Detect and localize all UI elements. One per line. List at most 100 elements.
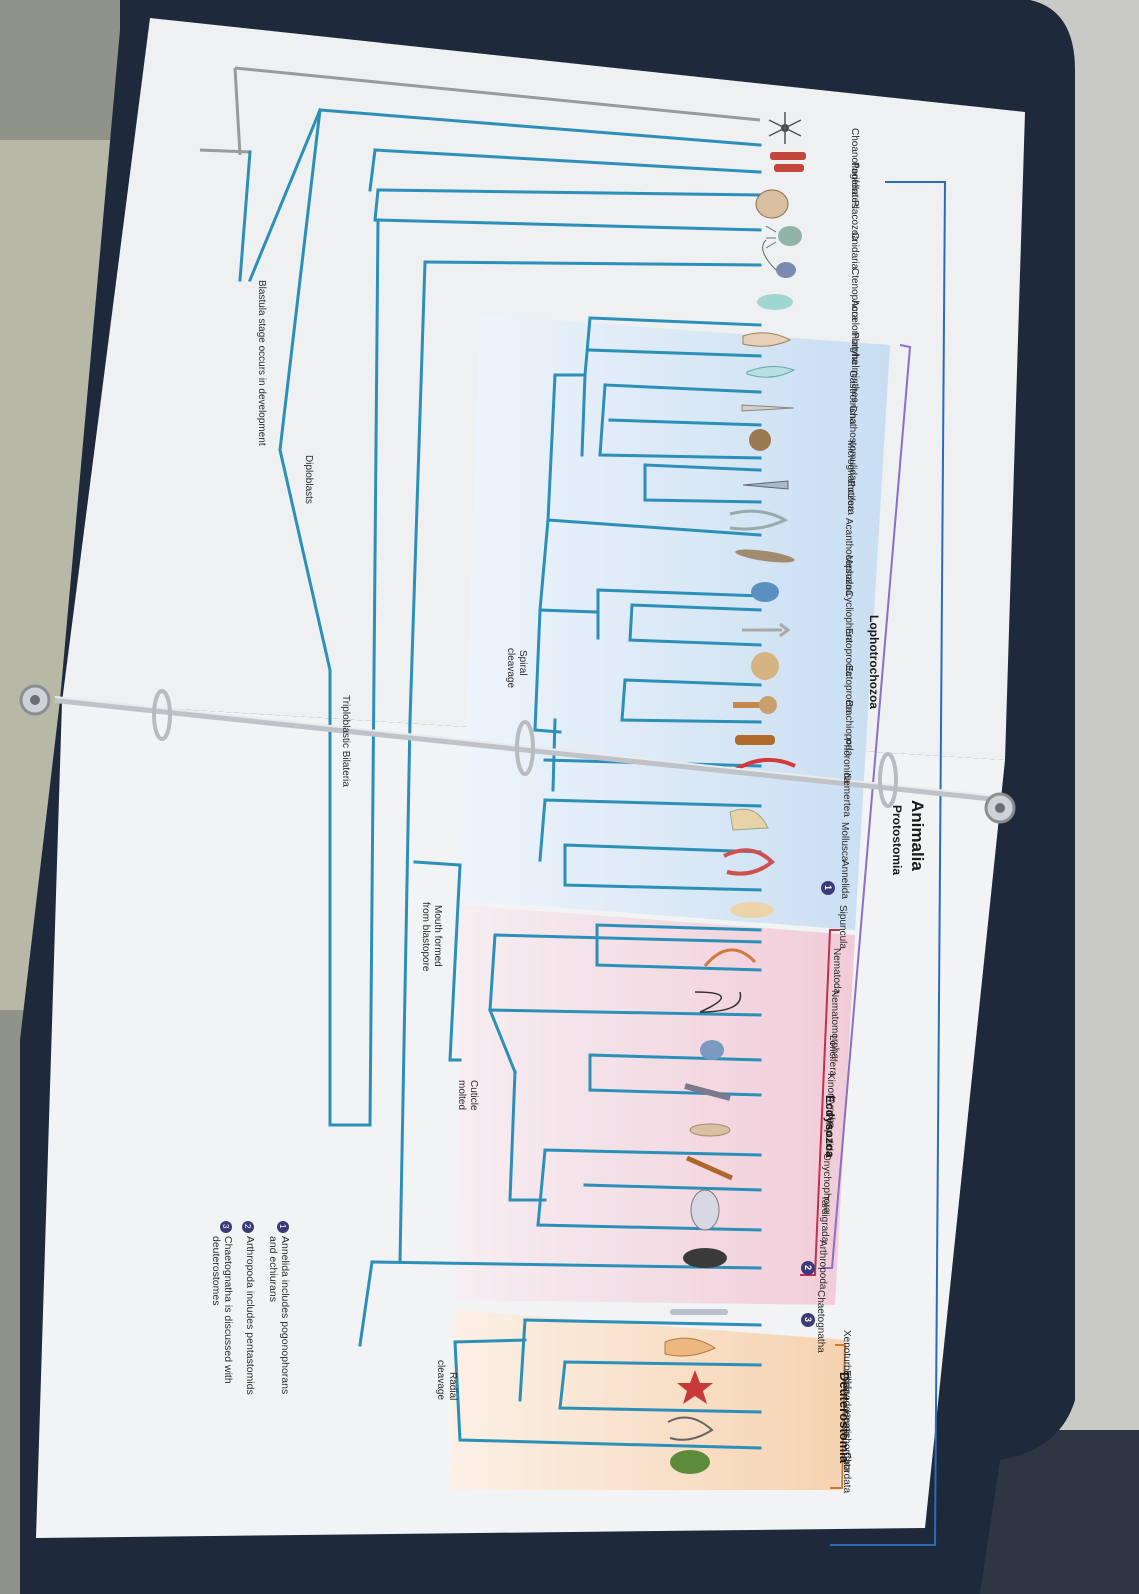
placozoa-icon	[755, 189, 789, 219]
kinorhynch-icon	[684, 1083, 731, 1101]
taxon-label: Sipuncula	[837, 905, 848, 949]
gastrotrich-icon	[746, 366, 796, 378]
footnotes: 1 Annelida includes pogonophorans and ec…	[210, 1221, 291, 1395]
taxon-label: Placozoa	[849, 200, 860, 242]
taxon-label: Annelida	[839, 860, 850, 899]
flatworm-icon	[742, 332, 792, 347]
taxon-label: Choanoflagellates	[849, 128, 860, 208]
footnote-3-line-2: deuterostomes	[210, 1236, 222, 1305]
lophotrochozoa-band	[460, 315, 890, 930]
xenoturbellid-icon	[664, 1337, 717, 1357]
nematomorph-icon	[694, 991, 742, 1013]
onychophoran-icon	[685, 1155, 734, 1181]
chaetognath-icon	[670, 1309, 728, 1315]
char-spiral-2: cleavage	[505, 648, 516, 688]
footnote-3-line-1: Chaetognatha is discussed with	[222, 1236, 234, 1384]
clade-protostomia: Protostomia	[890, 805, 904, 875]
clade-deuterostomia: Deuterostomia	[837, 1372, 852, 1464]
clade-lophotrochozoa: Lophotrochozoa	[867, 615, 881, 709]
taxon-label: Porifera	[849, 162, 860, 197]
char-diploblasts: Diploblasts	[303, 455, 314, 504]
ctenophora-icon	[762, 239, 796, 278]
taxon-label: Cycliophora	[843, 590, 854, 643]
char-radial-1: Radial	[447, 1372, 458, 1400]
hemichordate-icon	[667, 1416, 714, 1441]
footnote-markers: 1 2 3	[801, 881, 835, 1327]
choanoflagellate-icon	[768, 112, 802, 144]
taxon-label: Xenoturbellida	[841, 1330, 852, 1394]
svg-text:1: 1	[278, 1224, 287, 1229]
taxon-label: Gastrotricha	[847, 370, 858, 425]
sponge-icon	[770, 152, 806, 172]
char-cuticle-2: molted	[456, 1080, 467, 1110]
tardigrade-icon	[690, 1189, 720, 1231]
taxon-label: Ectoprocta	[843, 665, 854, 713]
cycliophora-icon	[751, 582, 779, 602]
clade-ecdysozoa: Ecdysozoa	[823, 1095, 837, 1158]
char-blastula: Blastula stage occurs in development	[256, 280, 267, 446]
clade-animalia: Animalia	[908, 800, 927, 871]
taxon-label: Phoronida	[841, 738, 852, 784]
taxon-label: Acanthocephala	[843, 518, 854, 590]
footnote-1-line-1: Annelida includes pogonophorans	[279, 1236, 291, 1394]
loricifera-icon	[700, 1040, 724, 1060]
taxon-label: Nematoda	[831, 948, 842, 995]
char-mouth-1: Mouth formed	[432, 905, 443, 967]
taxon-label: Brachiopoda	[843, 700, 854, 757]
mollusc-icon	[729, 808, 769, 831]
taxon-label: Rotifera	[845, 480, 856, 515]
taxon-label: Acoelomorpha	[849, 300, 860, 365]
starfish-icon	[677, 1370, 713, 1404]
taxon-label: Tardigrada	[819, 1195, 830, 1243]
char-cuticle-1: Cuticle	[468, 1080, 479, 1111]
taxon-label: Nemertea	[841, 773, 852, 817]
marker-1: 1	[821, 881, 835, 895]
mesozoa-icon	[735, 549, 795, 563]
svg-text:3: 3	[803, 1317, 813, 1322]
taxon-label: Entoprocta	[843, 628, 854, 677]
svg-text:2: 2	[243, 1224, 252, 1229]
acanthocephala-icon	[729, 509, 789, 531]
taxon-label: Onychophora	[821, 1153, 832, 1213]
character-labels: Blastula stage occurs in development Dip…	[256, 280, 528, 1400]
animal-illustrations	[664, 112, 806, 1474]
taxon-label: Nematomorpha	[829, 990, 840, 1059]
char-triploblastic: Triploblastic Bilateria	[340, 695, 351, 787]
char-spiral-1: Spiral	[517, 650, 528, 676]
taxon-label: Kinorhyncha	[825, 1073, 836, 1129]
tree-branches	[238, 108, 762, 1450]
taxon-label: Hemichordata	[841, 1410, 852, 1473]
entoproct-icon	[742, 622, 791, 638]
footnote-2-line-1: Arthropoda includes pentastomids	[244, 1236, 256, 1395]
taxon-label: Cnidaria	[849, 232, 860, 270]
gnathostomulid-icon	[741, 404, 795, 412]
ecdysozoa-band	[455, 905, 855, 1305]
taxon-label: Ctenophora	[849, 268, 860, 321]
footnote-1-line-2: and echiurans	[267, 1236, 279, 1302]
taxon-label: Priapulida	[823, 1112, 834, 1157]
taxon-label: Loricifera	[827, 1035, 838, 1077]
taxon-label: Arthropoda	[817, 1240, 828, 1290]
sipuncula-icon	[730, 902, 774, 918]
rotifer-icon	[742, 480, 789, 490]
taxon-label: Chaetognatha	[815, 1290, 826, 1353]
brachiopod-icon	[733, 696, 777, 714]
nemertea-icon	[733, 757, 796, 772]
binder-rings	[19, 684, 1016, 824]
taxon-label: Mollusca	[839, 822, 850, 862]
svg-text:2: 2	[803, 1265, 813, 1270]
marker-3: 3	[801, 1313, 815, 1327]
char-mouth-2: from blastopore	[420, 902, 431, 972]
root-branches	[199, 66, 761, 156]
taxon-labels: ChoanoflagellatesPoriferaPlacozoaCnidari…	[815, 128, 860, 1494]
taxon-label: Platyhelminthes	[849, 332, 860, 403]
cnidaria-icon	[765, 225, 802, 249]
phoronid-icon	[735, 735, 775, 745]
frog-icon	[670, 1450, 710, 1474]
micrognathozoa-icon	[749, 429, 771, 451]
clade-labels: Animalia Protostomia Lophotrochozoa Ecdy…	[823, 615, 927, 1464]
nematode-icon	[703, 948, 757, 967]
taxon-label: Mesozoa	[843, 555, 854, 596]
char-radial-2: cleavage	[435, 1360, 446, 1400]
